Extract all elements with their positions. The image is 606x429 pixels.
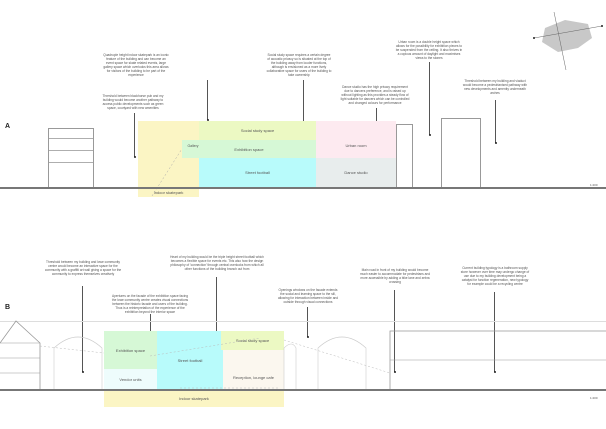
zone-exhibition-a: Exhibition space	[182, 140, 316, 158]
ground-line-a	[0, 187, 606, 189]
leader-line	[494, 100, 497, 144]
zone-reception-b: Reception, lounge cafe	[223, 350, 284, 389]
zone-label: Urban room	[345, 143, 367, 148]
zone-indoor-skatepark-a: Indoor skatepark	[138, 121, 199, 197]
zone-gallery-a: Gallery	[183, 140, 203, 152]
note-heart: Heart of my building would be the triple…	[170, 255, 264, 271]
zone-label: Gallery	[187, 144, 199, 148]
note-threshold-viaduct: Threshold between my building and viaduc…	[462, 79, 528, 95]
zone-vendor-units-b: Vendor units	[104, 369, 157, 389]
note-threshold-community: Threshold between my building and lowe c…	[44, 260, 122, 276]
zone-label: Dance studio	[344, 170, 368, 175]
leader-line	[206, 80, 209, 121]
scale-a: 1:200	[590, 183, 598, 187]
roof-line-guide	[0, 321, 606, 322]
leader-line	[81, 286, 84, 373]
note-social-study: Social study space requires a certain de…	[266, 53, 332, 77]
zone-label: Exhibition space	[234, 146, 264, 152]
site-plan-key-icon	[533, 11, 603, 71]
zone-street-football-a: Street football	[199, 158, 316, 187]
zone-label: Reception, lounge cafe	[233, 375, 274, 380]
zone-dance-studio-a: Dance studio	[316, 158, 396, 187]
leader-line	[428, 62, 431, 136]
zone-label: Street football	[177, 357, 203, 363]
note-apertures: Apertures on the facade of the exhibitio…	[111, 294, 189, 314]
leader-line	[133, 113, 136, 158]
zone-label: Indoor skatepark	[179, 395, 209, 401]
zone-urban-room-a: Urban room	[316, 121, 396, 158]
scale-b: 1:200	[590, 396, 598, 400]
leader-line	[493, 292, 496, 373]
note-threshold-pub: Threshold between blackhorse pub and my …	[102, 94, 164, 110]
zone-label: Vendor units	[119, 376, 142, 382]
section-a-label: A	[5, 123, 11, 130]
section-b-label: B	[5, 304, 11, 311]
neighbour-building-right	[396, 124, 413, 188]
neighbour-building-left	[48, 128, 94, 188]
zone-exhibition-b: Exhibition space	[104, 331, 157, 369]
note-openings: Openings windows on the facade extends t…	[277, 288, 339, 304]
zone-indoor-skatepark-b: Indoor skatepark	[104, 389, 284, 407]
viaduct-building	[441, 118, 481, 188]
ground-line-b	[0, 389, 606, 391]
context-buildings-b	[0, 320, 606, 389]
zone-label: Street football	[245, 170, 270, 175]
note-quadruple-height: Quadruple height indoor skatepark is an …	[103, 53, 169, 77]
note-current-building: Current building typology is a bathroom …	[460, 266, 530, 286]
zone-social-study-b: Social study space	[221, 331, 284, 350]
zone-label: Social study space	[240, 128, 275, 133]
note-main-road: Main road in front of my building would …	[360, 268, 430, 284]
leader-line	[302, 80, 305, 124]
note-urban-room: Urban room is a double height space whic…	[395, 40, 463, 60]
leader-line	[306, 307, 309, 338]
circulation-dashed-lines	[151, 150, 182, 197]
zone-label: Social study space	[235, 338, 270, 343]
zone-street-football-b: Street football	[157, 331, 223, 389]
note-dance-studio: Dance studio has the high privacy requir…	[340, 85, 410, 105]
zone-label: Exhibition space	[115, 347, 146, 353]
zone-social-study-a: Social study space	[199, 121, 316, 140]
zone-label: Indoor skatepark	[153, 190, 184, 195]
